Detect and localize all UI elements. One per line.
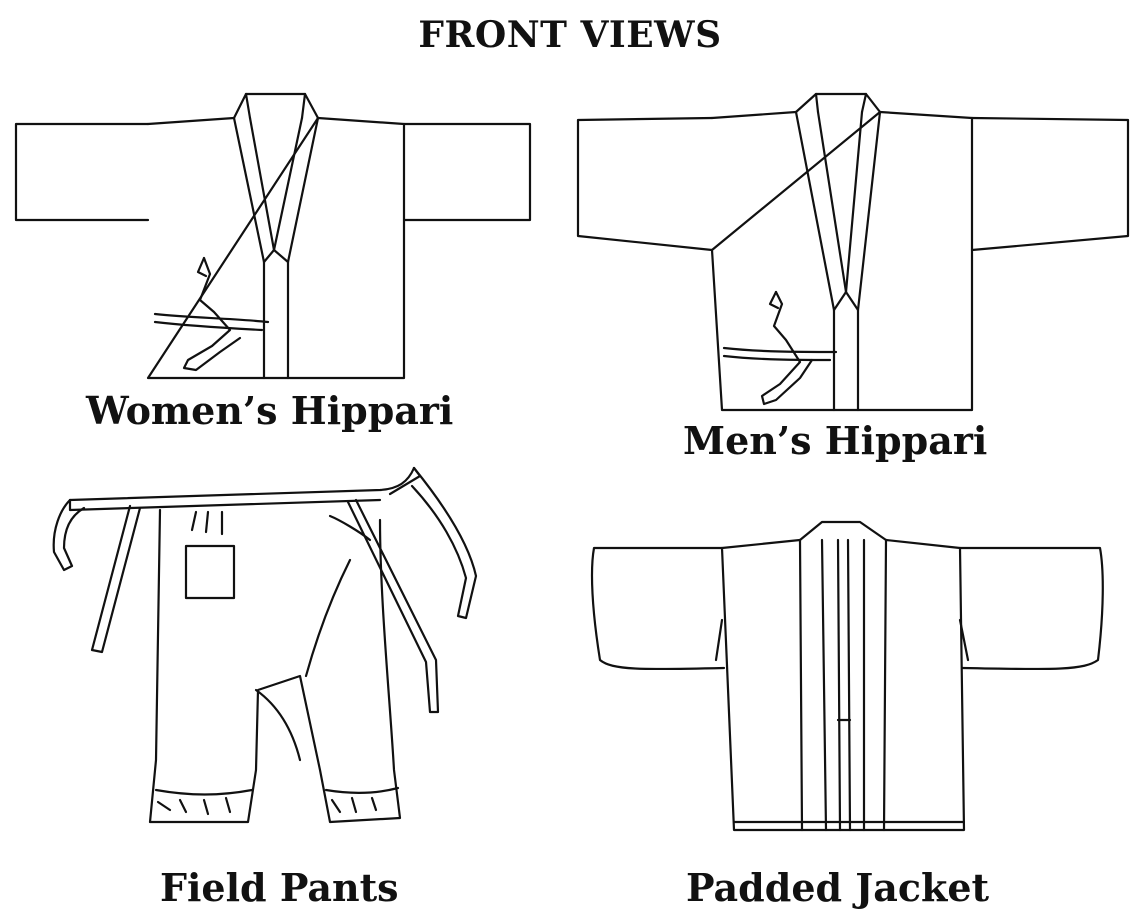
women-hippari-left-sleeve [14, 122, 150, 222]
padded-jacket-drawing [590, 520, 1104, 832]
page-title: FRONT VIEWS [418, 14, 722, 56]
men-hippari-body [710, 110, 974, 412]
field-pants-body [148, 508, 402, 824]
men-hippari-drawing [576, 92, 1130, 412]
padded-jacket-caption: Padded Jacket [686, 865, 990, 910]
women-hippari-drawing [14, 92, 532, 380]
men-hippari-right-sleeve [970, 116, 1130, 252]
men-hippari-left-sleeve [576, 116, 714, 252]
women-hippari-caption: Women’s Hippari [86, 388, 454, 433]
field-pants-caption: Field Pants [160, 865, 399, 910]
padded-jacket-body [720, 538, 966, 832]
field-pants-drawing [52, 466, 478, 824]
women-hippari-body [146, 116, 406, 380]
padded-jacket-right-sleeve [958, 546, 1104, 671]
field-pants-pocket [184, 544, 236, 600]
padded-jacket-left-sleeve [590, 546, 726, 671]
men-hippari-caption: Men’s Hippari [683, 418, 988, 463]
women-hippari-right-sleeve [402, 122, 532, 222]
